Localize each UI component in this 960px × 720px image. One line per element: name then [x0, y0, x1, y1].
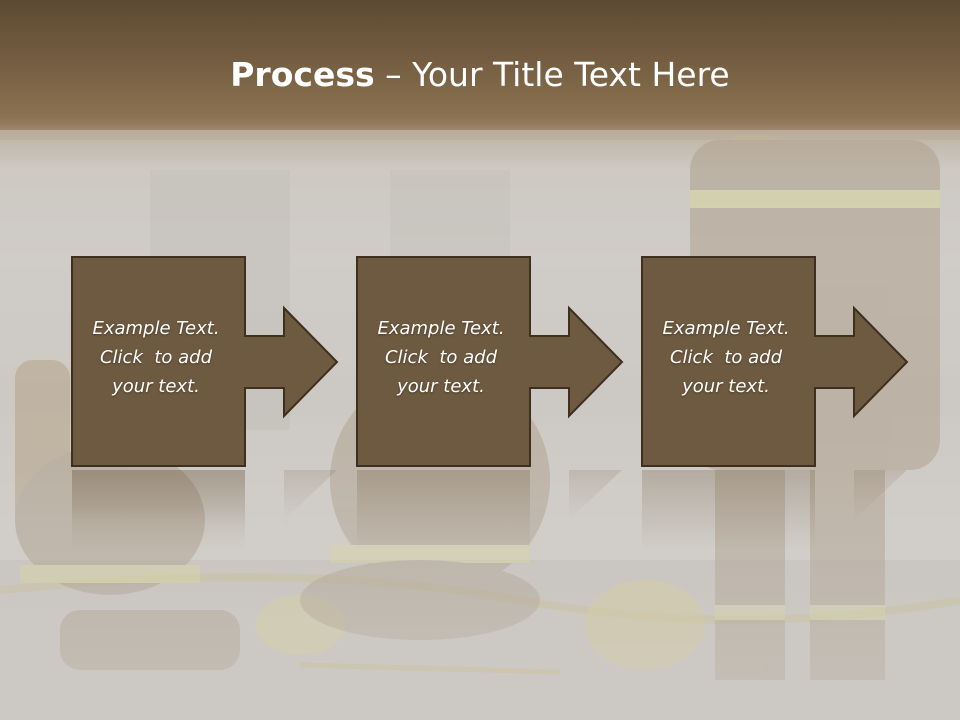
- step-text: Example Text. Click to add your text.: [641, 256, 811, 466]
- title-bold: Process: [230, 55, 375, 94]
- arrow-shape: [641, 256, 909, 467]
- step-line-1: Example Text.: [662, 317, 790, 339]
- arrow-shape: [356, 256, 624, 467]
- header-band: [0, 0, 960, 130]
- arrow-shape: [71, 256, 339, 467]
- step-text: Example Text. Click to add your text.: [71, 256, 241, 466]
- step-line-3: your text.: [112, 375, 200, 397]
- step-text: Example Text. Click to add your text.: [356, 256, 526, 466]
- step-line-2: Click to add: [99, 346, 212, 368]
- title-rest: – Your Title Text Here: [374, 55, 730, 94]
- page-title[interactable]: Process – Your Title Text Here: [0, 50, 960, 100]
- step-line-2: Click to add: [384, 346, 497, 368]
- step-line-3: your text.: [397, 375, 485, 397]
- step-line-1: Example Text.: [377, 317, 505, 339]
- step-line-1: Example Text.: [92, 317, 220, 339]
- step-line-2: Click to add: [669, 346, 782, 368]
- step-line-3: your text.: [682, 375, 770, 397]
- arrow-reflections: [72, 470, 907, 550]
